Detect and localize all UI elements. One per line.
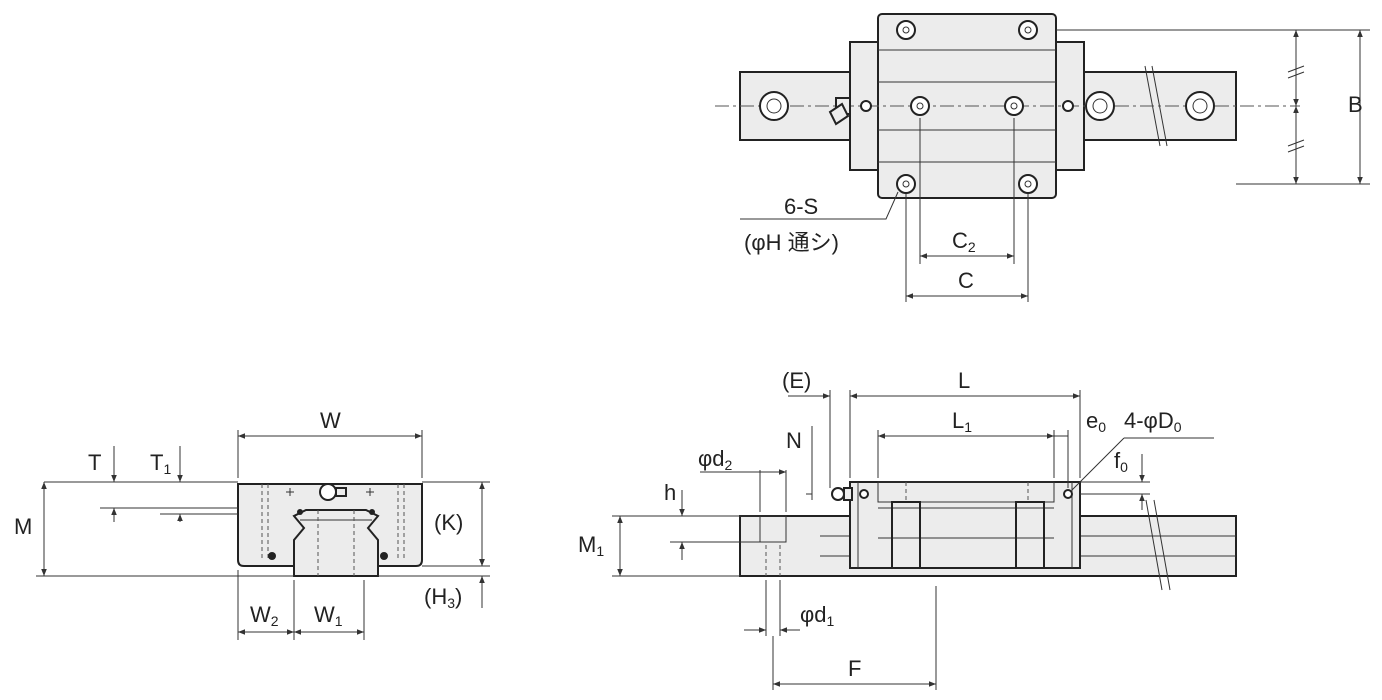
label-C: C <box>958 268 974 293</box>
label-h: h <box>664 480 676 505</box>
label-S: 6-S <box>784 194 818 219</box>
front-view: W T T1 M (K) (H3) W2 W1 <box>14 408 490 640</box>
leader-D0 <box>1071 437 1214 491</box>
label-W2: W2 <box>250 602 279 629</box>
grease-nipple-front-icon <box>319 483 337 501</box>
grease-nipple-side-icon <box>831 487 845 501</box>
label-N: N <box>786 428 802 453</box>
symmetry-mark <box>1287 139 1305 153</box>
symmetry-mark <box>1287 65 1305 79</box>
block-body-side <box>849 481 1081 569</box>
label-T: T <box>88 450 101 475</box>
label-L: L <box>958 368 970 393</box>
label-H3: (H3) <box>424 584 462 611</box>
grease-nipple-icon <box>828 97 851 126</box>
label-W1: W1 <box>314 602 343 629</box>
label-H-note: (φH 通シ) <box>744 230 839 255</box>
side-view: L (E) L1 e0 4-φD0 f0 N φd2 <box>578 368 1237 690</box>
label-e0: e0 <box>1086 408 1106 435</box>
label-L1: L1 <box>952 408 972 435</box>
rail-profile <box>292 509 380 576</box>
label-B: B <box>1348 92 1363 117</box>
block-mounting-hole <box>896 20 1038 194</box>
label-T1: T1 <box>150 450 171 477</box>
label-F: F <box>848 656 861 681</box>
label-K: (K) <box>434 510 463 535</box>
top-view: B 6-S (φH 通シ) C2 C <box>715 13 1370 302</box>
rail-break-mark <box>1145 499 1171 591</box>
label-W: W <box>320 408 341 433</box>
label-f0: f0 <box>1114 448 1128 475</box>
leader-S <box>740 191 899 220</box>
label-M1: M1 <box>578 532 604 559</box>
label-d2: φd2 <box>698 446 733 473</box>
label-D0: 4-φD0 <box>1124 408 1182 435</box>
label-d1: φd1 <box>800 602 835 629</box>
label-C2: C2 <box>952 228 976 255</box>
rail-bolt-hole <box>759 91 1215 121</box>
label-E: (E) <box>782 368 811 393</box>
label-M: M <box>14 514 32 539</box>
